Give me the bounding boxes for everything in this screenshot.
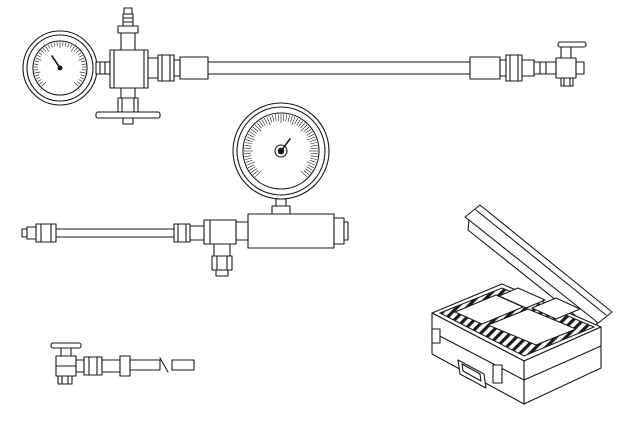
small-valve-adapter: [51, 343, 194, 384]
carry-case-icon: [432, 205, 612, 404]
pressure-gauge-icon: [23, 31, 97, 105]
gauge-hose-assembly: [23, 8, 586, 124]
gauge-tee-assembly: [22, 103, 348, 276]
pressure-gauge-icon: [233, 103, 329, 199]
